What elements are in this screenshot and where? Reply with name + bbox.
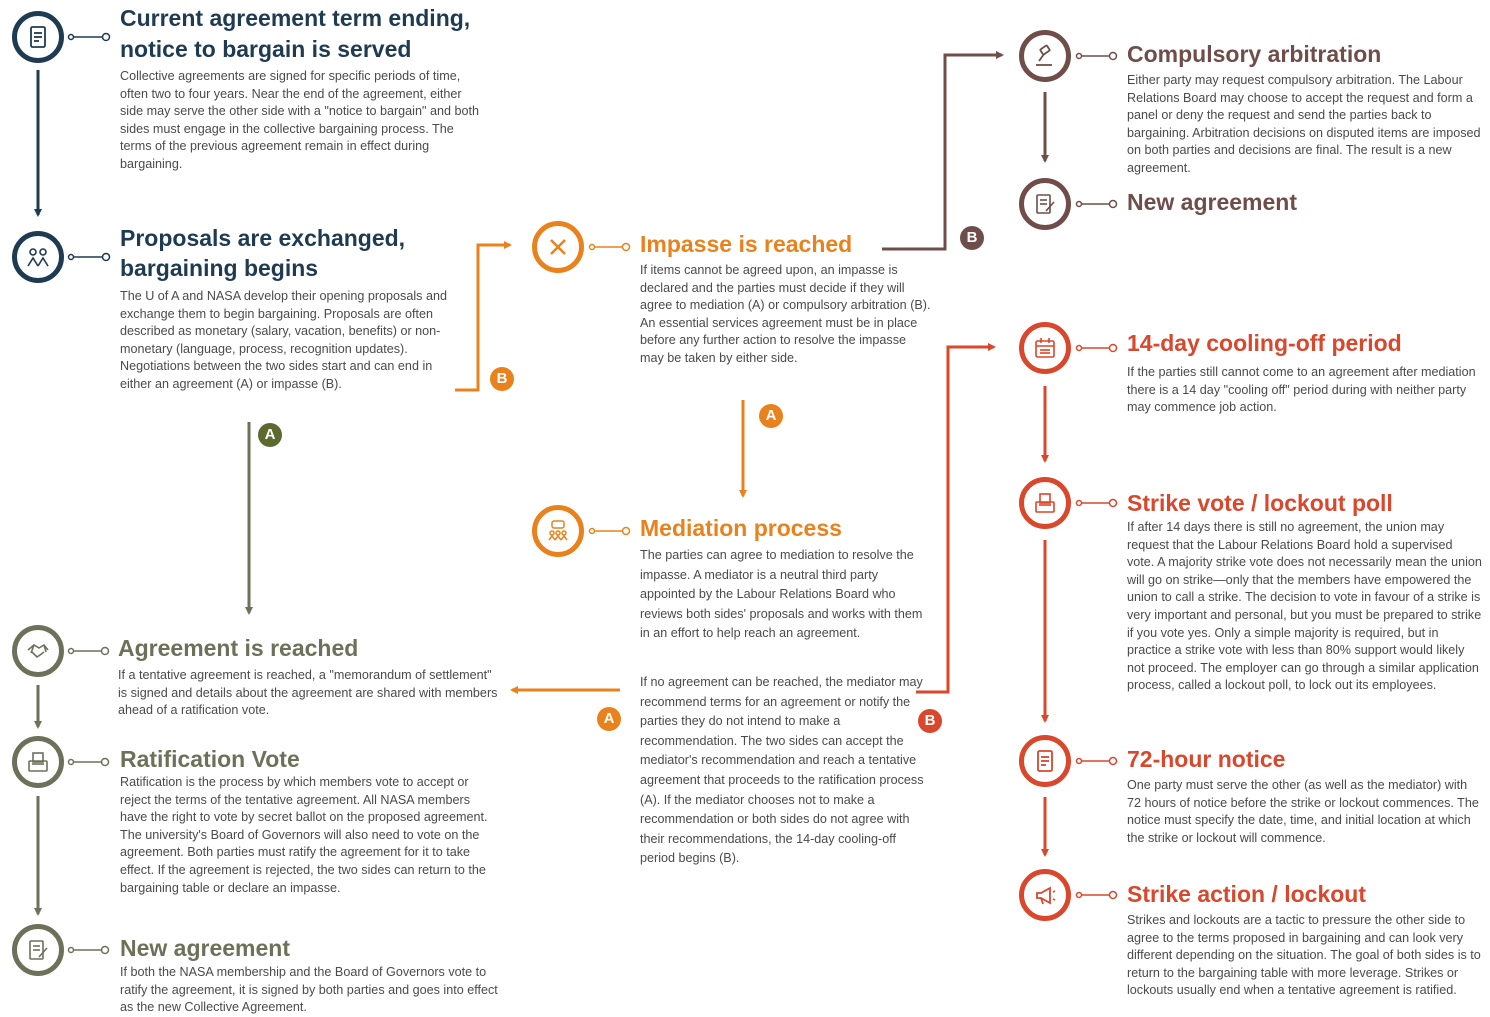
strike-vote-description: If after 14 days there is still no agree… (1127, 520, 1482, 693)
signed-document-icon (1019, 178, 1071, 230)
stub-arbitration (1075, 51, 1118, 61)
strike-vote-title: Strike vote / lockout poll (1127, 490, 1393, 516)
ratification-description: Ratification is the process by which mem… (120, 775, 488, 895)
new-agreement-right-title: New agreement (1127, 189, 1298, 215)
notice-document-icon (1019, 735, 1071, 787)
notice-72-title: 72-hour notice (1127, 746, 1286, 772)
proposals-title-line2: bargaining begins (120, 255, 319, 281)
badge-a-mediation: A (597, 707, 621, 731)
gavel-icon (1019, 30, 1071, 82)
mediation-description-p2: If no agreement can be reached, the medi… (640, 675, 924, 866)
agreement-reached-title: Agreement is reached (118, 635, 359, 661)
proposals-description: The U of A and NASA develop their openin… (120, 289, 447, 391)
current-term-title-line2: notice to bargain is served (120, 36, 412, 62)
badge-b-impasse: B (960, 226, 984, 250)
new-agreement-left-description: If both the NASA membership and the Boar… (120, 965, 498, 1015)
stub-notice-72 (1075, 756, 1118, 766)
mediation-description-p1: The parties can agree to mediation to re… (640, 548, 923, 641)
strike-action-title: Strike action / lockout (1127, 881, 1366, 907)
badge-b-proposals: B (490, 367, 514, 391)
signed-document-icon (12, 924, 64, 976)
cooling-off-description: If the parties still cannot come to an a… (1127, 365, 1476, 415)
arrow-proposals-to-impasse (455, 241, 512, 392)
calendar-icon (1019, 322, 1071, 374)
impasse-title: Impasse is reached (640, 231, 853, 257)
stub-mediation (588, 526, 631, 536)
stub-new-agreement-right (1075, 199, 1118, 209)
stub-proposals (67, 252, 111, 262)
document-icon (12, 11, 64, 63)
ballot-box-icon (1019, 477, 1071, 529)
new-agreement-left-title: New agreement (120, 935, 291, 961)
stub-cooling-off (1075, 343, 1118, 353)
strike-action-description: Strikes and lockouts are a tactic to pre… (1127, 913, 1481, 998)
stub-agreement-reached (67, 646, 110, 656)
arrow-mediation-to-cooling (916, 343, 996, 694)
stub-strike-action (1075, 890, 1118, 900)
handshake-icon (12, 625, 64, 677)
impasse-description: If items cannot be agreed upon, an impas… (640, 263, 931, 365)
stub-impasse (588, 242, 631, 252)
x-icon (532, 221, 584, 273)
cooling-off-title: 14-day cooling-off period (1127, 330, 1402, 356)
stub-current-term (67, 32, 111, 42)
people-exchange-icon (12, 231, 64, 283)
stub-ratification (67, 757, 110, 767)
badge-b-mediation: B (918, 709, 942, 733)
arbitration-description: Either party may request compulsory arbi… (1127, 73, 1481, 175)
megaphone-icon (1019, 869, 1071, 921)
meeting-icon (532, 505, 584, 557)
stub-strike-vote (1075, 498, 1118, 508)
current-term-title-line1: Current agreement term ending, (120, 5, 471, 31)
ballot-box-icon (12, 736, 64, 788)
arbitration-title: Compulsory arbitration (1127, 41, 1382, 67)
mediation-title: Mediation process (640, 515, 842, 541)
arrow-impasse-to-arbitration (882, 51, 1004, 251)
agreement-reached-description: If a tentative agreement is reached, a "… (118, 668, 498, 718)
badge-a-impasse: A (759, 404, 783, 428)
stub-new-agreement-left (67, 945, 110, 955)
proposals-title-line1: Proposals are exchanged, (120, 225, 406, 251)
current-term-description: Collective agreements are signed for spe… (120, 69, 479, 171)
notice-72-description: One party must serve the other (as well … (1127, 778, 1479, 845)
ratification-title: Ratification Vote (120, 746, 300, 772)
badge-a-proposals: A (258, 423, 282, 447)
